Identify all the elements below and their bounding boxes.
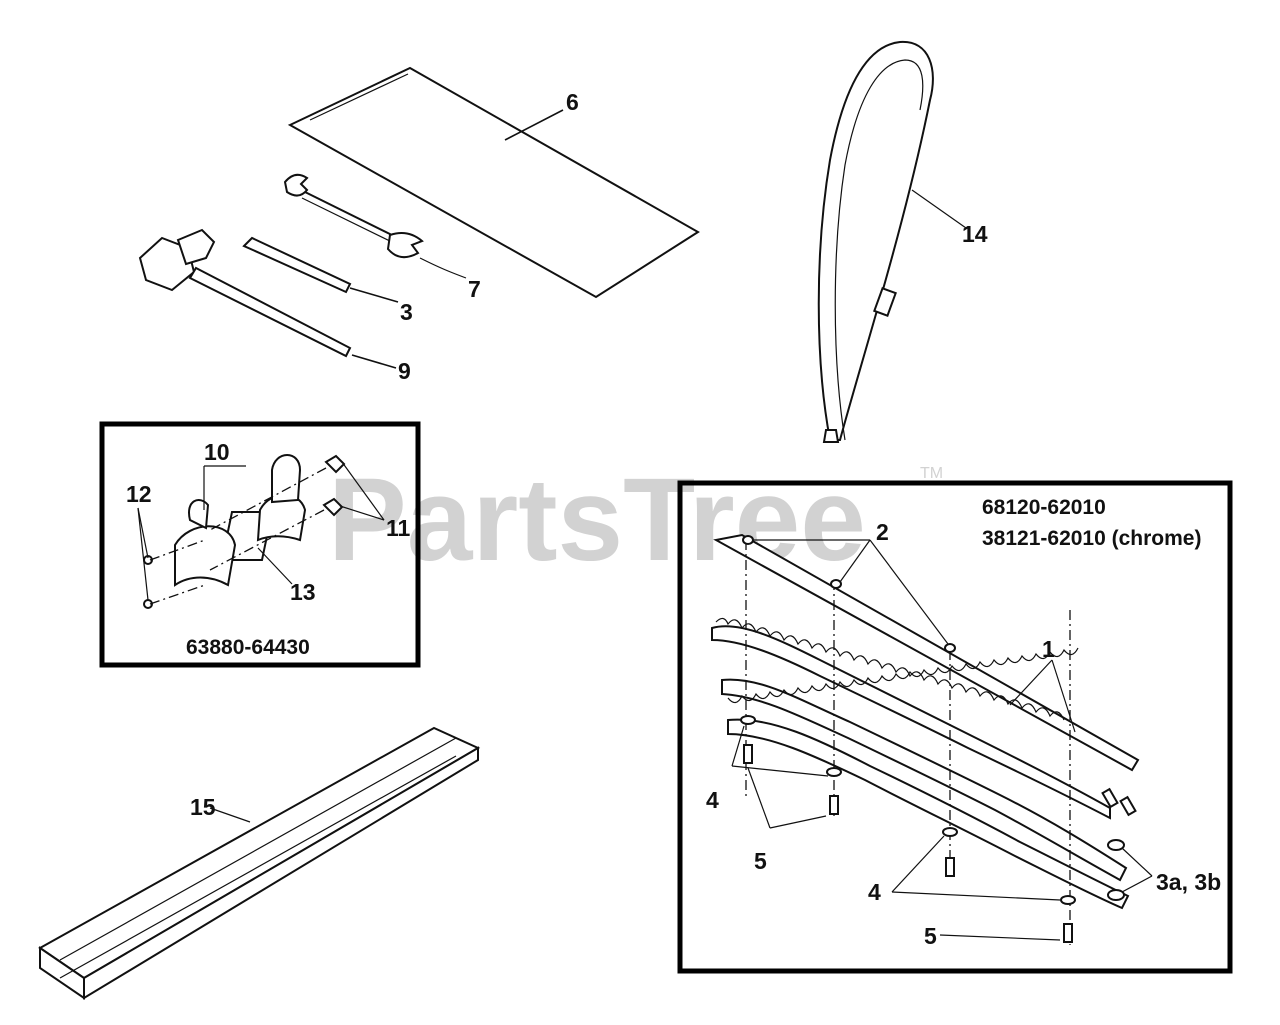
handle-kit-part-number: 63880-64430 — [186, 636, 310, 659]
shoulder-strap-part-14[interactable] — [817, 40, 967, 443]
label-part-3: 3 — [400, 299, 413, 325]
blade-kit-part-number-alt: 38121-62010 (chrome) — [982, 527, 1201, 550]
label-part-11: 11 — [386, 515, 411, 541]
label-part-4-right: 4 — [868, 879, 881, 905]
label-part-10: 10 — [204, 439, 230, 465]
guide-bar-part-1[interactable] — [713, 533, 1140, 772]
watermark-trademark: TM — [920, 465, 943, 482]
socket-wrench-part-9[interactable] — [138, 228, 397, 369]
label-part-1: 1 — [1042, 636, 1055, 662]
label-part-7: 7 — [468, 276, 481, 302]
bolts-part-11[interactable] — [209, 454, 346, 571]
cutter-blades[interactable] — [711, 617, 1130, 910]
label-part-15: 15 — [190, 794, 216, 820]
label-part-13: 13 — [290, 579, 316, 605]
blade-kit-part-number: 68120-62010 — [982, 496, 1106, 519]
washers-part-4[interactable] — [731, 715, 1076, 905]
nuts-part-3a-3b[interactable] — [1101, 787, 1153, 901]
label-part-5-right: 5 — [924, 923, 937, 949]
manual-sheet-part-6[interactable] — [287, 66, 700, 299]
bolts-part-5[interactable] — [743, 744, 1073, 943]
clamp-part-13[interactable] — [174, 494, 307, 587]
nuts-part-12[interactable] — [143, 539, 206, 609]
label-part-4-left: 4 — [706, 787, 719, 813]
handle-kit-box: 63880-64430 — [99, 421, 421, 668]
wrench-part-7[interactable] — [283, 173, 467, 279]
label-part-2: 2 — [876, 519, 889, 545]
hex-key-part-3[interactable] — [242, 236, 399, 303]
blade-cover-part-15[interactable] — [38, 726, 481, 1000]
label-part-9: 9 — [398, 358, 411, 384]
clamp-loops-part-10[interactable] — [188, 454, 302, 530]
callout-labels: 6 7 3 9 14 10 12 11 13 15 2 1 4 5 3a, 3b… — [126, 89, 1221, 949]
label-part-5-left: 5 — [754, 848, 767, 874]
bolts-part-2[interactable] — [742, 535, 956, 653]
label-part-12: 12 — [126, 481, 152, 507]
blade-kit-box: 68120-62010 38121-62010 (chrome) — [677, 480, 1233, 974]
label-part-3a-3b: 3a, 3b — [1156, 869, 1221, 895]
label-part-14: 14 — [962, 221, 988, 247]
label-part-6: 6 — [566, 89, 579, 115]
